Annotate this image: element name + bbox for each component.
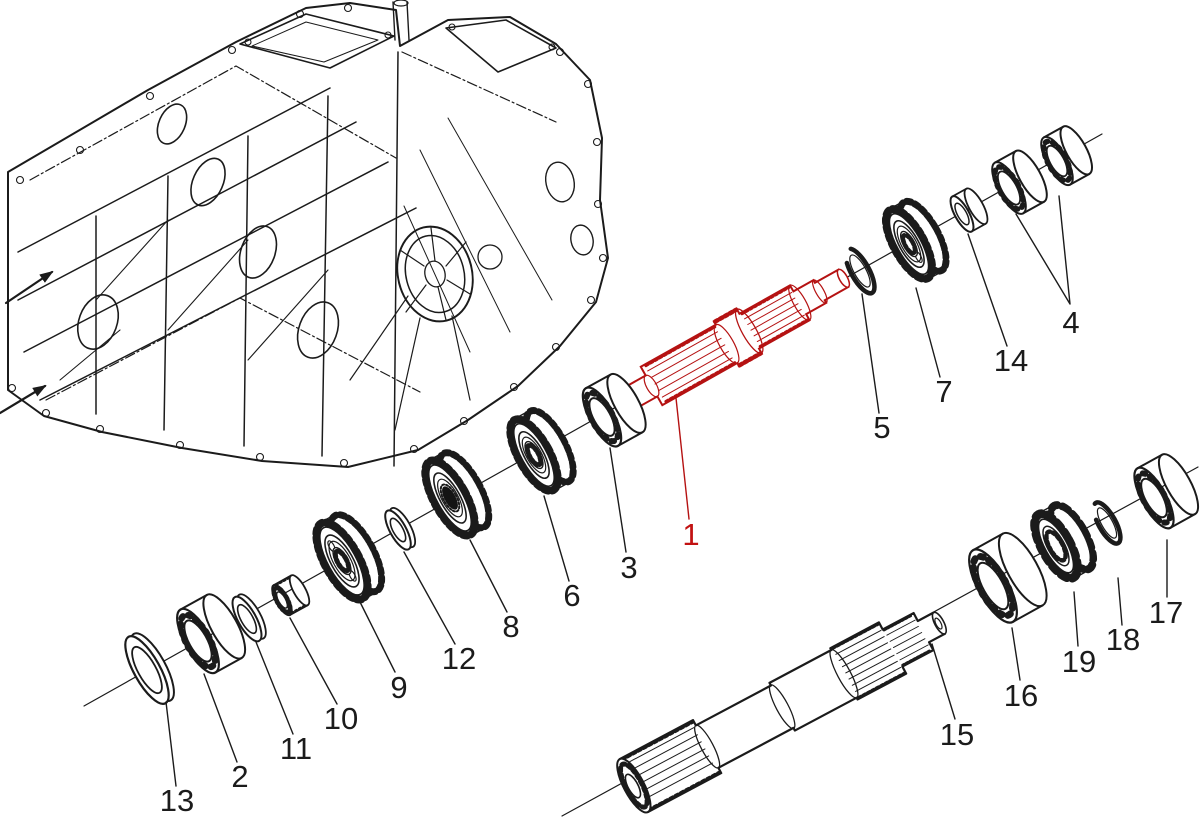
leader-9 <box>359 601 396 673</box>
callout-6: 6 <box>563 578 580 613</box>
case-gasket-lines <box>29 51 557 401</box>
part-13-washer <box>124 632 175 705</box>
case-oval-bore <box>296 301 340 359</box>
leader-12 <box>403 551 456 645</box>
part-2-bearing <box>176 593 247 675</box>
part-1-main-shaft <box>620 268 851 411</box>
case-top-rim-right <box>445 19 557 73</box>
leader-5 <box>861 293 880 414</box>
case-small-bore <box>477 244 503 270</box>
callout-18: 18 <box>1106 622 1140 657</box>
part-9-gear <box>312 511 386 604</box>
leader-19 <box>1073 591 1079 647</box>
case-top-rim-left <box>239 13 395 69</box>
case-breather-tube <box>392 1 410 41</box>
leader-15 <box>931 643 956 720</box>
case-oval-bore <box>76 294 120 350</box>
part-10-needle-bearing <box>271 574 311 617</box>
callout-9: 9 <box>390 670 407 705</box>
leader-14 <box>967 233 1008 347</box>
leader-4 <box>1015 195 1071 305</box>
part-5-snap-ring <box>843 246 877 296</box>
callout-12: 12 <box>442 641 476 676</box>
leader-3 <box>609 447 627 553</box>
leader-lines <box>165 195 1168 787</box>
callout-5: 5 <box>873 410 890 445</box>
callout-17: 17 <box>1149 595 1183 630</box>
transmission-case <box>0 0 609 468</box>
callout-19: 19 <box>1062 644 1096 679</box>
part-15-counter-shaft <box>616 611 948 814</box>
part-12-washer <box>384 507 417 551</box>
leader-16 <box>1011 627 1021 681</box>
leader-2 <box>203 673 238 763</box>
part-17-bearing <box>1133 453 1200 530</box>
callout-7: 7 <box>935 374 952 409</box>
part-8-gear <box>421 449 493 540</box>
leader-18 <box>1117 577 1123 626</box>
callout-3: 3 <box>620 550 637 585</box>
case-rails <box>17 87 417 401</box>
part-19-gear <box>1030 501 1098 583</box>
callout-4: 4 <box>1062 305 1079 340</box>
case-outline <box>7 2 609 468</box>
callout-15: 15 <box>940 717 974 752</box>
callout-11: 11 <box>280 731 312 766</box>
callout-14: 14 <box>994 343 1028 378</box>
case-top-rim-left-inner <box>251 21 379 63</box>
part-7-gear <box>881 197 950 283</box>
case-oval-bore <box>190 157 226 207</box>
case-oval-bore <box>238 225 278 279</box>
callout-labels: 1 2 3 4 5 6 7 8 9 10 11 12 13 14 15 16 1… <box>160 305 1183 818</box>
part-18-snap-ring <box>1091 500 1123 546</box>
case-verticals <box>95 51 399 467</box>
leader-13 <box>165 701 177 787</box>
part-4a-bearing <box>991 149 1048 215</box>
case-bell-spokes <box>349 227 471 431</box>
leader-11 <box>255 641 294 735</box>
leader-10 <box>289 617 338 705</box>
callout-13: 13 <box>160 783 194 818</box>
part-16-bearing <box>968 531 1048 624</box>
case-small-bore <box>570 224 594 256</box>
case-braces <box>59 219 329 381</box>
leader-1 <box>675 397 690 520</box>
case-breather-top <box>393 0 409 7</box>
assembly-arrow-upper <box>4 270 54 305</box>
callout-8: 8 <box>502 609 519 644</box>
part-3-bearing <box>581 372 647 448</box>
case-oval-bore <box>156 103 188 145</box>
leader-7 <box>915 287 941 378</box>
case-ribs <box>403 117 553 353</box>
case-bolt-holes <box>7 3 608 468</box>
assembly-arrow-lower <box>0 384 47 415</box>
callout-1: 1 <box>682 517 699 552</box>
leader-6 <box>543 495 570 582</box>
part-6-gear <box>506 407 577 495</box>
case-bell-bore-outer <box>396 225 474 323</box>
case-small-bore <box>544 161 576 203</box>
leader-8 <box>469 539 508 613</box>
part-11-washer <box>231 593 267 643</box>
part-4b-bearing <box>1040 125 1093 187</box>
part-14-collar <box>949 187 989 233</box>
callout-10: 10 <box>324 701 358 736</box>
callout-16: 16 <box>1004 678 1038 713</box>
callout-2: 2 <box>231 759 248 794</box>
